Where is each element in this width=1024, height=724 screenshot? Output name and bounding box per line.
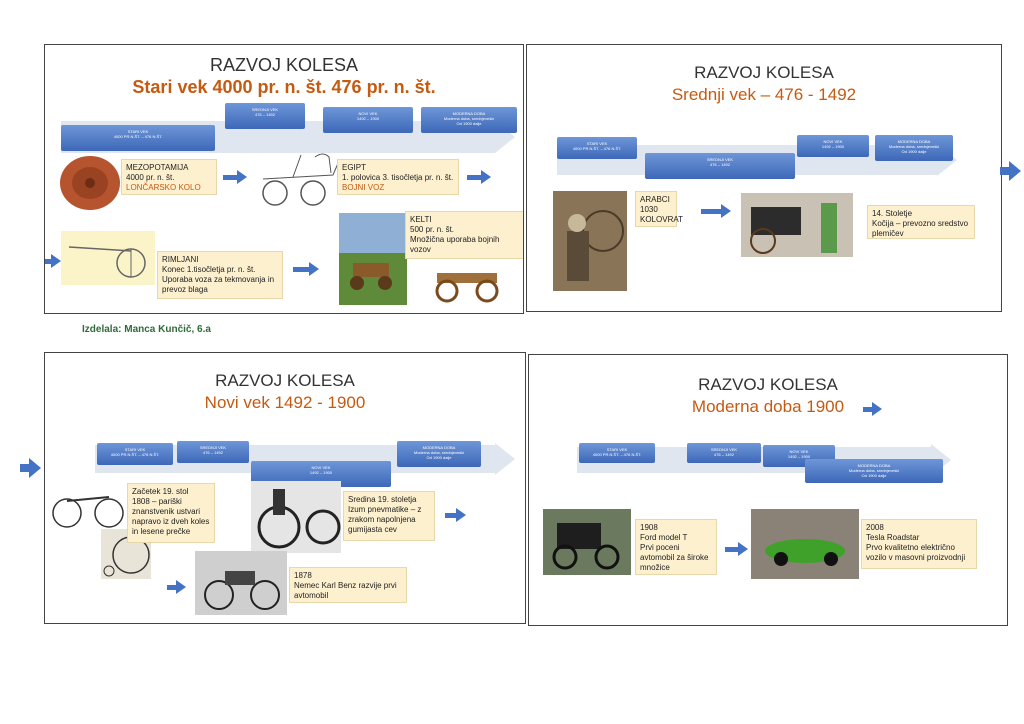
tire-photo [251, 481, 341, 553]
wooden-cart-image [429, 259, 509, 307]
celtic-chariot-painting [339, 213, 407, 305]
arrow-right [467, 170, 491, 184]
arrow-right [223, 170, 247, 184]
author-credit: Izdelala: Manca Kunčič, 6.a [82, 324, 211, 335]
spinning-wheel-photo [553, 191, 627, 291]
draisine-image [49, 481, 129, 531]
ford-model-t-photo [543, 509, 631, 575]
benz-car-photo [195, 551, 287, 615]
roman-cart-image [61, 231, 155, 285]
slide-stari-vek: RAZVOJ KOLESA Stari vek 4000 pr. n. št. … [44, 44, 524, 314]
slide-title: RAZVOJ KOLESA [209, 55, 359, 75]
tesla-roadster-photo [751, 509, 859, 579]
arrow-right [45, 254, 61, 268]
arrow-right [167, 580, 187, 594]
arrow-right [863, 402, 883, 416]
slide-srednji-vek: RAZVOJ KOLESA Srednji vek – 476 - 1492 S… [526, 44, 1002, 312]
chariot-sketch-image [253, 149, 343, 209]
slide-title: RAZVOJ KOLESA [698, 375, 838, 394]
slide-subtitle: Srednji vek – 476 - 1492 [671, 85, 857, 104]
arrow-right [725, 542, 749, 556]
arrow-right [1000, 161, 1021, 181]
slide-novi-vek: RAZVOJ KOLESA Novi vek 1492 - 1900 STARI… [44, 352, 526, 624]
slide-moderna-doba: RAZVOJ KOLESA Moderna doba 1900 STARI VE… [528, 354, 1008, 626]
slide-subtitle: Moderna doba 1900 [691, 397, 845, 416]
slide-subtitle: Stari vek 4000 pr. n. št. 476 pr. n. št. [132, 77, 436, 97]
arrow-right [445, 508, 467, 522]
pottery-wheel-image [59, 155, 121, 211]
arrow-right [701, 204, 731, 218]
slide-title: RAZVOJ KOLESA [215, 371, 355, 390]
arrow-right [293, 262, 319, 276]
carriage-photo [741, 193, 853, 257]
slide-title: RAZVOJ KOLESA [694, 63, 834, 82]
slide-subtitle: Novi vek 1492 - 1900 [204, 393, 366, 412]
timeline-arrow-tip [495, 443, 515, 475]
arrow-right [20, 458, 42, 478]
